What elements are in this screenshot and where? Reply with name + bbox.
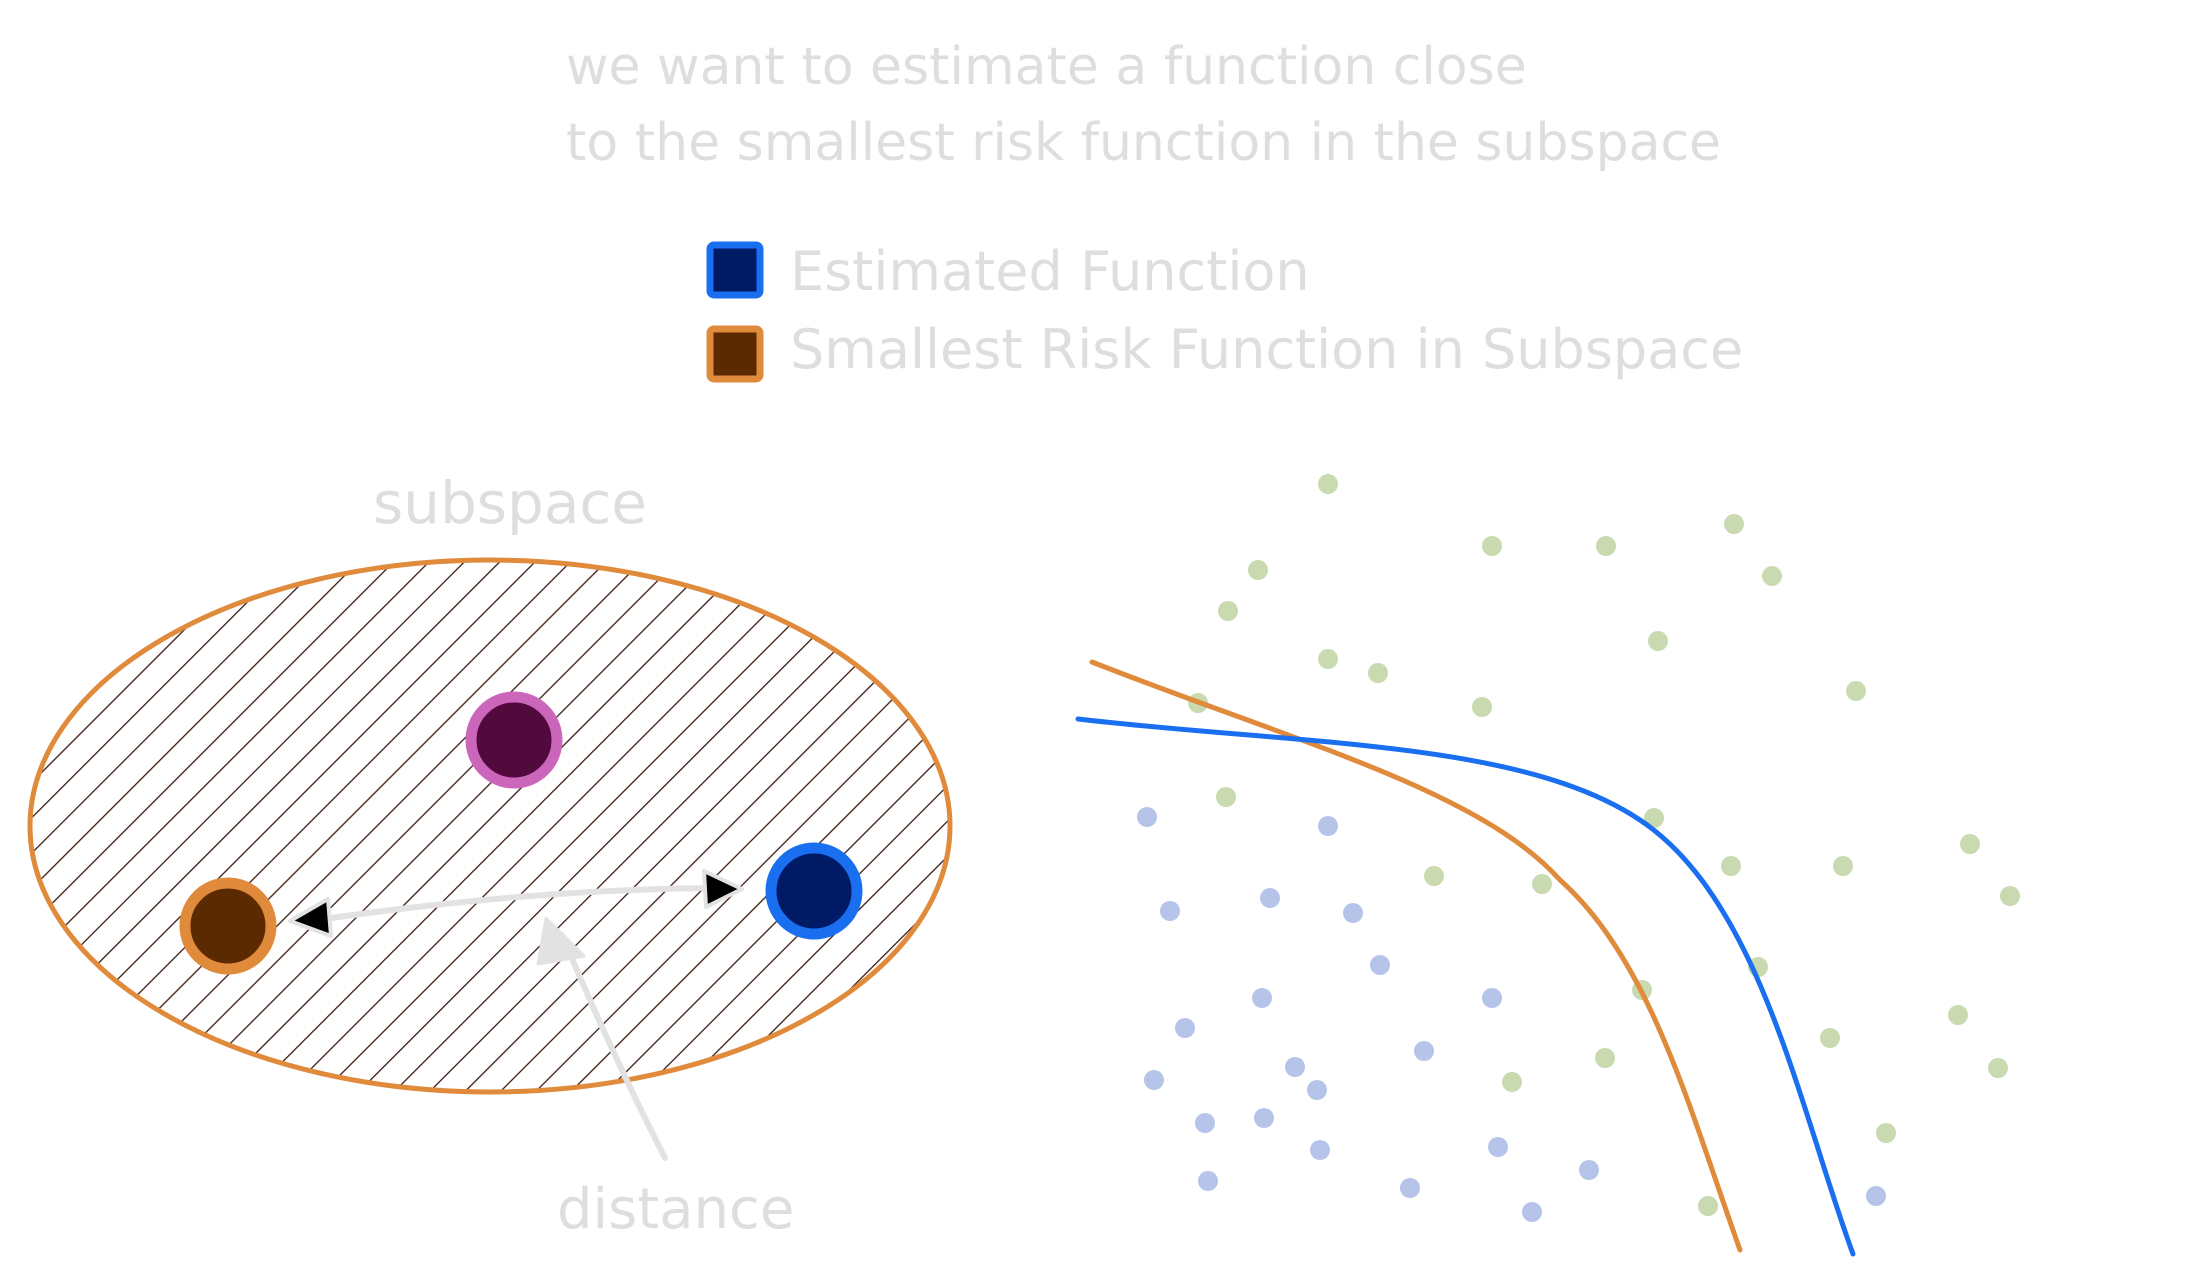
green-point bbox=[1595, 1048, 1615, 1068]
blue-point bbox=[1522, 1202, 1542, 1222]
blue-point bbox=[1195, 1113, 1215, 1133]
blue-points bbox=[1137, 807, 1886, 1222]
subspace-ellipse bbox=[27, 557, 953, 1095]
blue-point bbox=[1343, 903, 1363, 923]
caption-line-2: to the smallest risk function in the sub… bbox=[566, 113, 1721, 173]
green-point bbox=[1833, 856, 1853, 876]
distance-arrow bbox=[288, 869, 744, 938]
green-point bbox=[1424, 866, 1444, 886]
legend-item-smallest-risk: Smallest Risk Function in Subspace bbox=[706, 318, 1743, 383]
distance-label: distance bbox=[557, 1177, 794, 1242]
green-point bbox=[1724, 514, 1744, 534]
legend-label-smallest-risk: Smallest Risk Function in Subspace bbox=[790, 318, 1743, 381]
green-point bbox=[1482, 536, 1502, 556]
legend: Estimated Function Smallest Risk Functio… bbox=[706, 240, 1743, 383]
blue-point bbox=[1370, 955, 1390, 975]
green-point bbox=[1644, 808, 1664, 828]
green-point bbox=[1368, 663, 1388, 683]
smallest-risk-point bbox=[179, 877, 277, 975]
blue-point bbox=[1285, 1057, 1305, 1077]
blue-point bbox=[1307, 1080, 1327, 1100]
green-point bbox=[1472, 697, 1492, 717]
legend-swatch-estimated bbox=[706, 241, 764, 299]
green-point bbox=[1846, 681, 1866, 701]
green-point bbox=[1960, 834, 1980, 854]
blue-point bbox=[1144, 1070, 1164, 1090]
blue-point bbox=[1488, 1137, 1508, 1157]
blue-point bbox=[1254, 1108, 1274, 1128]
blue-point bbox=[1400, 1178, 1420, 1198]
blue-point bbox=[1310, 1140, 1330, 1160]
green-point bbox=[1318, 649, 1338, 669]
green-point bbox=[1820, 1028, 1840, 1048]
blue-point bbox=[1482, 988, 1502, 1008]
blue-point bbox=[1318, 816, 1338, 836]
green-point bbox=[1988, 1058, 2008, 1078]
legend-swatch-smallest-risk bbox=[706, 325, 764, 383]
legend-label-estimated: Estimated Function bbox=[790, 240, 1310, 303]
green-point bbox=[2000, 886, 2020, 906]
legend-item-estimated-function: Estimated Function bbox=[706, 240, 1310, 303]
green-point bbox=[1948, 1005, 1968, 1025]
distance-pointer-arrow bbox=[536, 916, 668, 1161]
orange-decision-curve bbox=[1089, 659, 1743, 1253]
subspace-label: subspace bbox=[373, 469, 647, 537]
blue-point bbox=[1198, 1171, 1218, 1191]
blue-point bbox=[1137, 807, 1157, 827]
green-point bbox=[1721, 856, 1741, 876]
blue-point bbox=[1160, 901, 1180, 921]
estimated-function-point bbox=[765, 842, 863, 940]
green-point bbox=[1596, 536, 1616, 556]
green-point bbox=[1318, 474, 1338, 494]
blue-decision-curve bbox=[1075, 716, 1856, 1257]
green-point bbox=[1532, 874, 1552, 894]
green-point bbox=[1218, 601, 1238, 621]
green-point bbox=[1876, 1123, 1896, 1143]
green-points bbox=[1188, 474, 2020, 1216]
blue-point bbox=[1414, 1041, 1434, 1061]
blue-point bbox=[1579, 1160, 1599, 1180]
blue-point bbox=[1175, 1018, 1195, 1038]
blue-point bbox=[1260, 888, 1280, 908]
green-point bbox=[1502, 1072, 1522, 1092]
magenta-point bbox=[465, 691, 563, 789]
green-point bbox=[1698, 1196, 1718, 1216]
green-point bbox=[1762, 566, 1782, 586]
green-point bbox=[1648, 631, 1668, 651]
green-point bbox=[1216, 787, 1236, 807]
blue-point bbox=[1252, 988, 1272, 1008]
caption-line-1: we want to estimate a function close bbox=[566, 37, 1527, 97]
blue-point bbox=[1866, 1186, 1886, 1206]
green-point bbox=[1248, 560, 1268, 580]
